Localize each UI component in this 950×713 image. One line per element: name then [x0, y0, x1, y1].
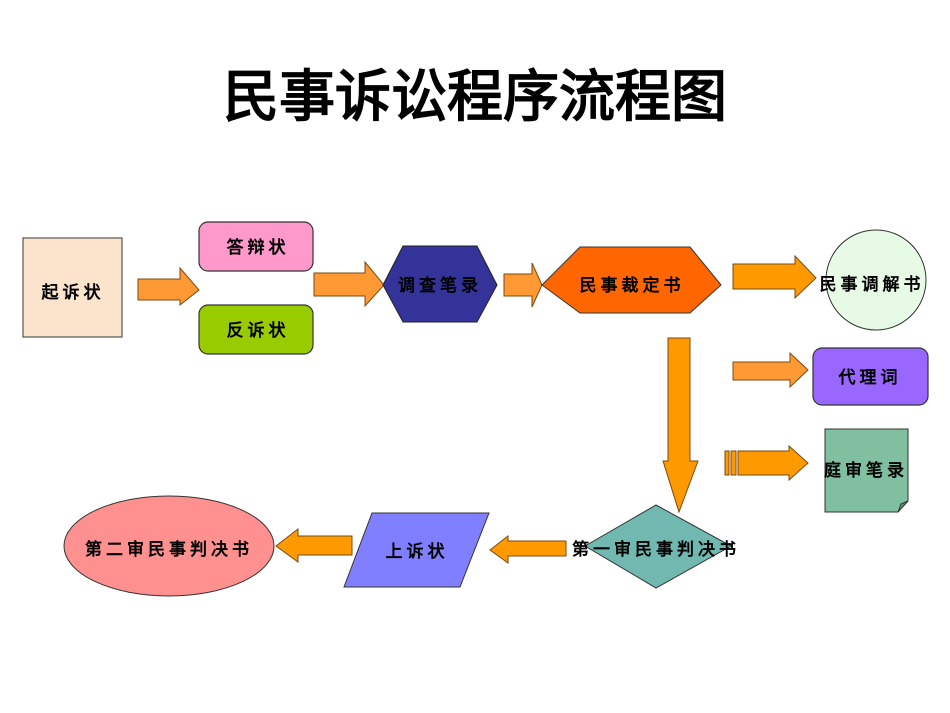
- agency-statement-box: [812, 347, 929, 406]
- ruling-label: 民事裁定书: [580, 275, 685, 296]
- mediation-label: 民事调解书: [820, 274, 925, 295]
- node-counterclaim[interactable]: 反诉状: [198, 304, 314, 355]
- arrow-responses-to-investigation: [313, 260, 385, 308]
- appeal-parallelogram: [343, 512, 490, 588]
- arrow-complaint-to-responses: [137, 266, 200, 307]
- counterclaim-label: 反诉状: [227, 320, 290, 341]
- investigation-label: 调查笔录: [398, 275, 482, 296]
- agency-statement-label: 代理词: [838, 367, 902, 388]
- node-investigation[interactable]: 调查笔录: [382, 245, 498, 323]
- node-ruling[interactable]: 民事裁定书: [541, 246, 722, 314]
- trial-record-label: 庭审笔录: [824, 460, 908, 481]
- arrow-ruling-to-first-judgment: [662, 337, 699, 514]
- complaint-box: [22, 237, 123, 338]
- node-defense[interactable]: 答辩状: [198, 221, 314, 272]
- mediation-circle: [825, 229, 927, 331]
- ruling-hexagon: [541, 246, 722, 314]
- node-second-judgment[interactable]: 第二审民事判决书: [63, 495, 275, 597]
- defense-label: 答辩状: [227, 237, 290, 258]
- folded-corner-icon: [897, 500, 909, 513]
- node-mediation[interactable]: 民事调解书: [820, 229, 927, 331]
- arrow-ruling-to-mediation: [732, 254, 817, 300]
- arrow-to-agency-statement: [732, 351, 809, 389]
- counterclaim-box: [198, 304, 314, 355]
- appeal-label: 上诉状: [386, 541, 449, 562]
- arrow-to-trial-record: [724, 444, 809, 482]
- first-judgment-diamond: [584, 504, 733, 589]
- page-title: 民事诉讼程序流程图: [223, 65, 727, 130]
- node-complaint[interactable]: 起诉状: [22, 237, 123, 338]
- node-agency-statement[interactable]: 代理词: [812, 347, 929, 406]
- node-trial-record[interactable]: 庭审笔录: [824, 428, 909, 513]
- complaint-label: 起诉状: [41, 282, 105, 303]
- arrow-appeal-to-second-judgment: [275, 527, 353, 563]
- first-judgment-label: 第一审民事判决书: [572, 539, 740, 560]
- arrow-first-judgment-to-appeal: [489, 534, 567, 564]
- second-judgment-label: 第二审民事判决书: [85, 539, 253, 560]
- defense-box: [198, 221, 314, 272]
- node-first-judgment[interactable]: 第一审民事判决书: [572, 504, 740, 589]
- second-judgment-ellipse: [63, 495, 275, 597]
- arrow-investigation-to-ruling: [503, 262, 543, 308]
- investigation-hexagon: [382, 245, 498, 323]
- node-appeal[interactable]: 上诉状: [343, 512, 490, 588]
